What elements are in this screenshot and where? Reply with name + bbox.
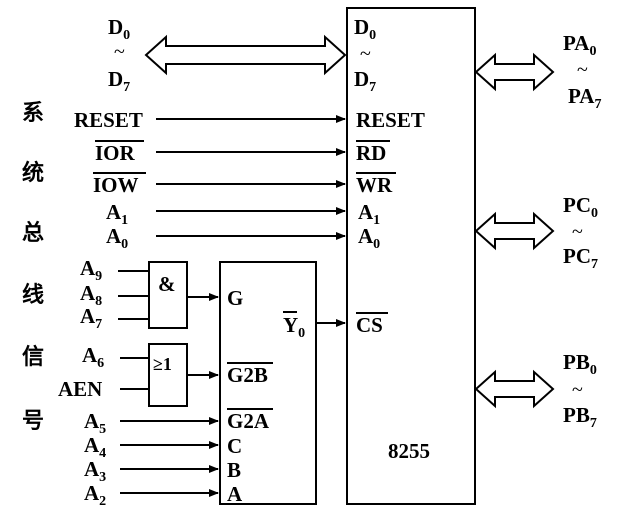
decoder-pin-g: G [227, 286, 243, 310]
and-gate-box [148, 261, 188, 329]
port-labels: PA0 ~ PA7 PC0 ~ PC7 PB0 ~ PB7 [563, 31, 601, 431]
chip-8255-box [346, 7, 476, 505]
signal-a1: A1 [106, 200, 128, 228]
control-signals: RESET IOR IOW A1 A0 [74, 108, 346, 252]
dec-input-a3: A3 [84, 457, 106, 485]
bus-d0-label: D0 [108, 15, 130, 43]
and-input-a7: A7 [80, 304, 102, 332]
port-pc7-label: PC7 [563, 244, 598, 272]
side-char-3: 总 [22, 220, 44, 246]
decoder-pin-b: B [227, 458, 241, 482]
bus-d7-label: D7 [108, 67, 130, 95]
bus-d-tilde: ~ [114, 41, 125, 63]
port-pc0-label: PC0 [563, 193, 598, 221]
port-pb0-label: PB0 [563, 350, 597, 378]
port-pb7-label: PB7 [563, 403, 597, 431]
decoder-pin-c: C [227, 434, 242, 458]
or-gate-symbol: ≥1 [153, 354, 172, 374]
and-input-a9: A9 [80, 256, 102, 284]
port-pc-double-arrow [474, 211, 555, 251]
or-gate-inputs: A6 AEN [58, 343, 149, 401]
side-char-2: 统 [22, 160, 44, 186]
decoder-pin-g2a: G2A [227, 409, 270, 433]
signal-ior: IOR [95, 141, 136, 165]
pin-a0: A0 [358, 224, 380, 252]
pin-wr: WR [356, 173, 393, 197]
side-char-5: 信 [22, 344, 44, 370]
side-char-6: 号 [22, 409, 44, 434]
chip-8255-pins: D0 ~ D7 RESET RD WR A1 A0 CS [354, 15, 425, 337]
pin-a1: A1 [358, 200, 380, 228]
pin-d0: D0 [354, 15, 376, 43]
or-gate-box [148, 343, 188, 407]
and-gate-inputs: A9 A8 A7 [80, 256, 149, 332]
and-input-a8: A8 [80, 281, 102, 309]
port-pb-double-arrow [474, 369, 555, 409]
signal-reset: RESET [74, 108, 143, 132]
decoder-address-inputs: A5 A4 A3 A2 [84, 409, 219, 509]
and-gate-symbol: & [158, 272, 176, 296]
decoder-pin-a: A [227, 482, 243, 506]
pin-d7: D7 [354, 67, 376, 95]
port-pa-tilde: ~ [577, 59, 588, 81]
signal-iow: IOW [93, 173, 139, 197]
data-bus-double-arrow [144, 34, 347, 76]
decoder-pin-y0: Y0 [283, 313, 305, 341]
chip-8255-name: 8255 [388, 439, 430, 463]
pin-cs: CS [356, 313, 383, 337]
decoder-box [219, 261, 317, 505]
decoder-pins: G G2B G2A C B A Y0 [227, 286, 305, 506]
pin-reset: RESET [356, 108, 425, 132]
port-pc-tilde: ~ [572, 221, 583, 243]
pin-d-tilde: ~ [360, 43, 371, 65]
signal-a0: A0 [106, 224, 128, 252]
dec-input-a4: A4 [84, 433, 106, 461]
dec-input-a2: A2 [84, 481, 106, 509]
pin-rd: RD [356, 141, 386, 165]
port-pa7-label: PA7 [568, 84, 601, 112]
port-pa-double-arrow [474, 52, 555, 92]
decoder-pin-g2b: G2B [227, 363, 268, 387]
side-char-4: 线 [22, 282, 44, 308]
side-char-1: 系 [22, 101, 44, 126]
port-pb-tilde: ~ [572, 379, 583, 401]
port-pa0-label: PA0 [563, 31, 596, 59]
system-bus-signal-label: 系 统 总 线 信 号 [22, 101, 44, 434]
or-input-aen: AEN [58, 377, 102, 401]
or-input-a6: A6 [82, 343, 104, 371]
dec-input-a5: A5 [84, 409, 106, 437]
